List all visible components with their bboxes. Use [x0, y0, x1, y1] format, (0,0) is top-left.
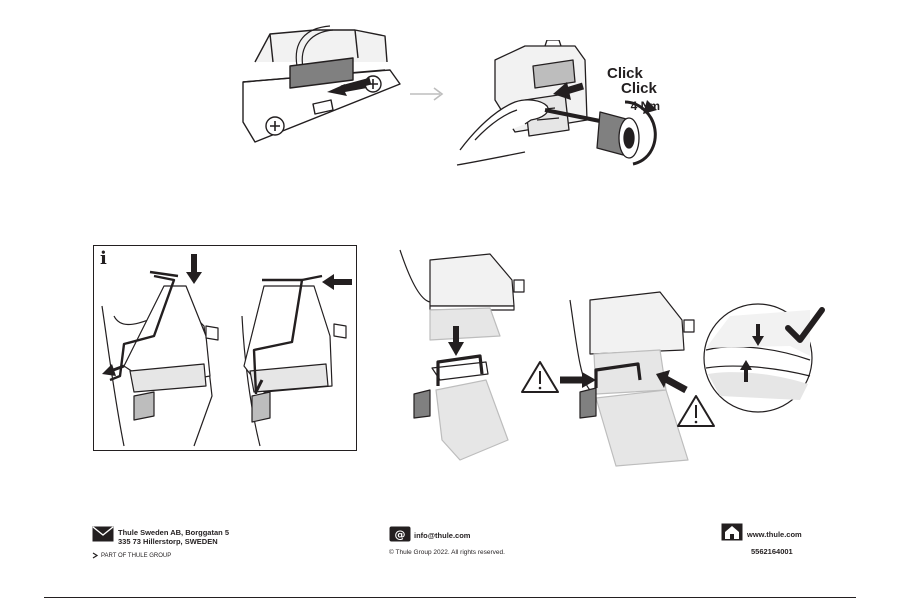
- footer-copyright: © Thule Group 2022. All rights reserved.: [389, 549, 505, 556]
- footer-document-number: 5562164001: [751, 547, 793, 556]
- bracket-insert-illustration: [242, 25, 401, 143]
- house-icon: [721, 523, 743, 541]
- envelope-icon: [92, 526, 114, 542]
- checkmark-icon: [785, 307, 825, 343]
- footer-address-line-1: Thule Sweden AB, Borggatan 5: [118, 528, 229, 537]
- info-panel: i: [93, 245, 357, 451]
- footer-address-line-2: 335 73 Hillerstorp, SWEDEN: [118, 537, 218, 546]
- fit-check-illustration: [399, 249, 825, 467]
- torque-tighten-illustration: Click Click 4 Nm: [456, 40, 660, 166]
- footer-group-text: PART OF THULE GROUP: [101, 553, 172, 559]
- click-label-2: Click: [621, 80, 658, 97]
- thule-group-icon: [92, 552, 99, 559]
- svg-text:@: @: [395, 528, 406, 541]
- info-panel-illustrations: [101, 254, 352, 447]
- warning-triangle-icon: [677, 395, 715, 427]
- click-label-1: Click: [607, 65, 644, 82]
- footer-email-link[interactable]: info@thule.com: [414, 531, 471, 540]
- info-icon: i: [100, 248, 107, 269]
- bottom-rule: [44, 597, 856, 598]
- warning-triangle-icon: [521, 361, 559, 393]
- at-sign-icon: @: [389, 526, 411, 542]
- torque-label: 4 Nm: [631, 99, 660, 113]
- footer-website-link[interactable]: www.thule.com: [747, 530, 802, 539]
- sequence-arrow: [410, 87, 444, 101]
